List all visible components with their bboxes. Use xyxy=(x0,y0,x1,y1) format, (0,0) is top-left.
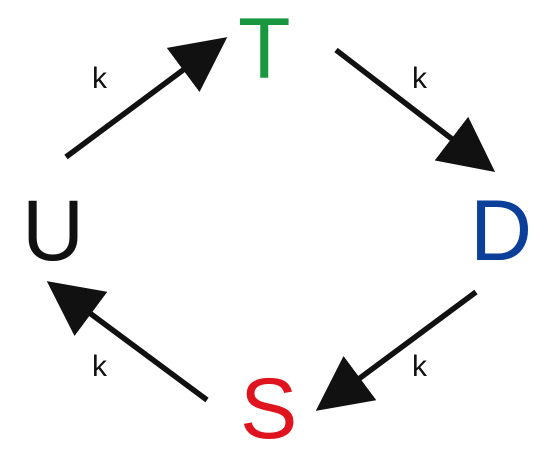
arrow-s-to-u xyxy=(46,281,209,403)
node-s: S xyxy=(240,361,298,457)
node-u: U xyxy=(22,183,85,279)
arrow-u-to-t xyxy=(64,37,228,160)
rate-label-d-to-s: k xyxy=(412,350,427,383)
node-d: D xyxy=(470,183,533,279)
arrow-t-to-d xyxy=(334,47,496,173)
rate-label-s-to-u: k xyxy=(92,350,107,383)
rate-label-u-to-t: k xyxy=(92,62,107,95)
arrow-d-to-s xyxy=(315,289,478,411)
rate-label-t-to-d: k xyxy=(412,62,427,95)
node-t: T xyxy=(238,1,291,97)
